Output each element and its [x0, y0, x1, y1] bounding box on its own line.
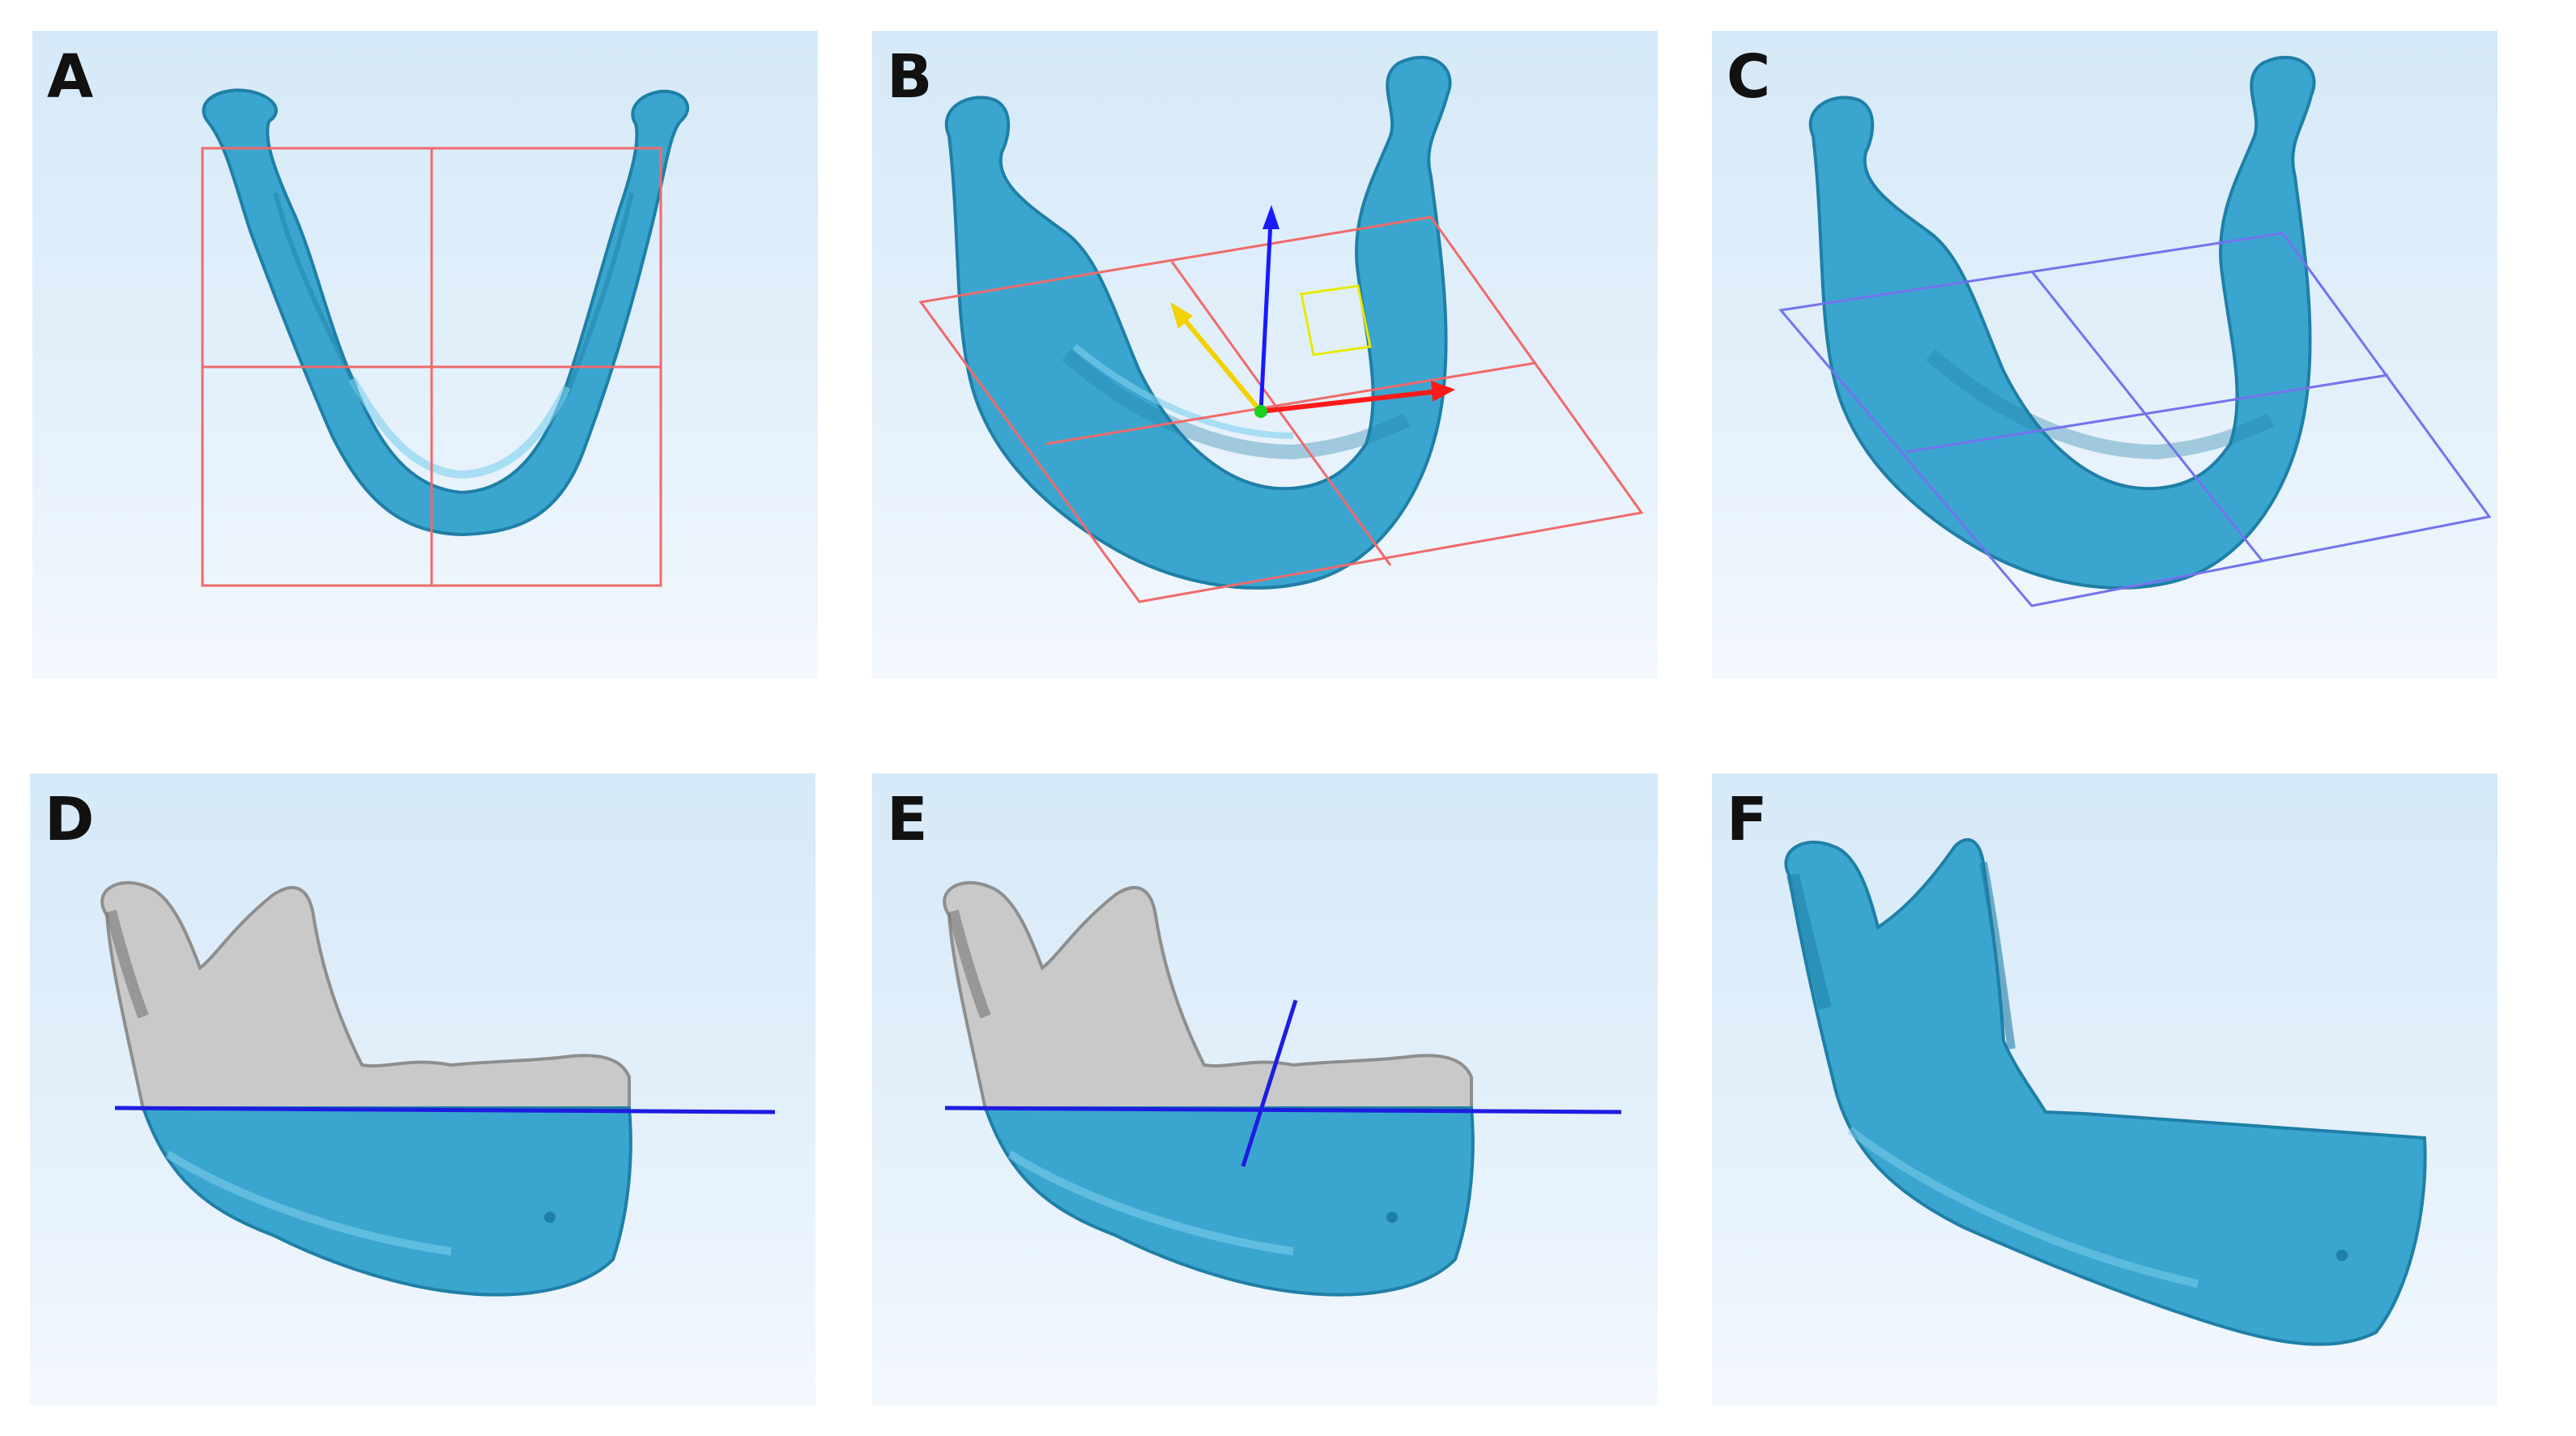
panel-label: D [45, 785, 95, 854]
mandible-lower-blue [983, 1106, 1475, 1297]
mandible-lateral-two-cuts-view [943, 881, 1622, 1297]
panel-b: B [872, 31, 1658, 679]
mandible-shape [1808, 55, 2316, 590]
panel-label: A [47, 42, 94, 112]
horizontal-cut-line [944, 1106, 1622, 1114]
mandible-resected-view [1784, 837, 2427, 1346]
mandible-upper-grey [943, 881, 1473, 1111]
bounding-grid [201, 147, 662, 587]
panel-label: F [1727, 785, 1768, 854]
red-plane-grid [918, 215, 1644, 603]
panel-label: B [887, 42, 933, 112]
panel-d: D [30, 773, 815, 1405]
oblique-cut-line [1241, 999, 1298, 1167]
panel-label: E [887, 785, 928, 854]
mandible-lower-blue [141, 1106, 632, 1297]
axis-y-arrow [1258, 220, 1273, 412]
mandible-shape [202, 88, 690, 537]
axis-z-arrow [1177, 313, 1263, 413]
mandible-shape [944, 55, 1452, 590]
mandible-top-view [201, 88, 690, 587]
panel-label: C [1727, 42, 1771, 112]
mandible-lateral-cut-view [100, 881, 776, 1297]
panel-f: F [1712, 773, 2497, 1405]
panel-c: C [1712, 31, 2497, 679]
axis-origin [1254, 405, 1267, 418]
panel-e: E [872, 773, 1658, 1405]
blue-plane-grid [1778, 232, 2492, 607]
mandible-oblique-plane-view [1778, 55, 2492, 607]
mandible-oblique-axes-view [918, 55, 1644, 603]
axis-x-arrow [1260, 389, 1440, 414]
panel-a: A [32, 31, 818, 679]
yellow-plane [1300, 284, 1372, 356]
horizontal-cut-line [114, 1106, 776, 1114]
mandible-upper-grey [100, 881, 631, 1111]
mandible-resected-shape [1784, 837, 2427, 1346]
